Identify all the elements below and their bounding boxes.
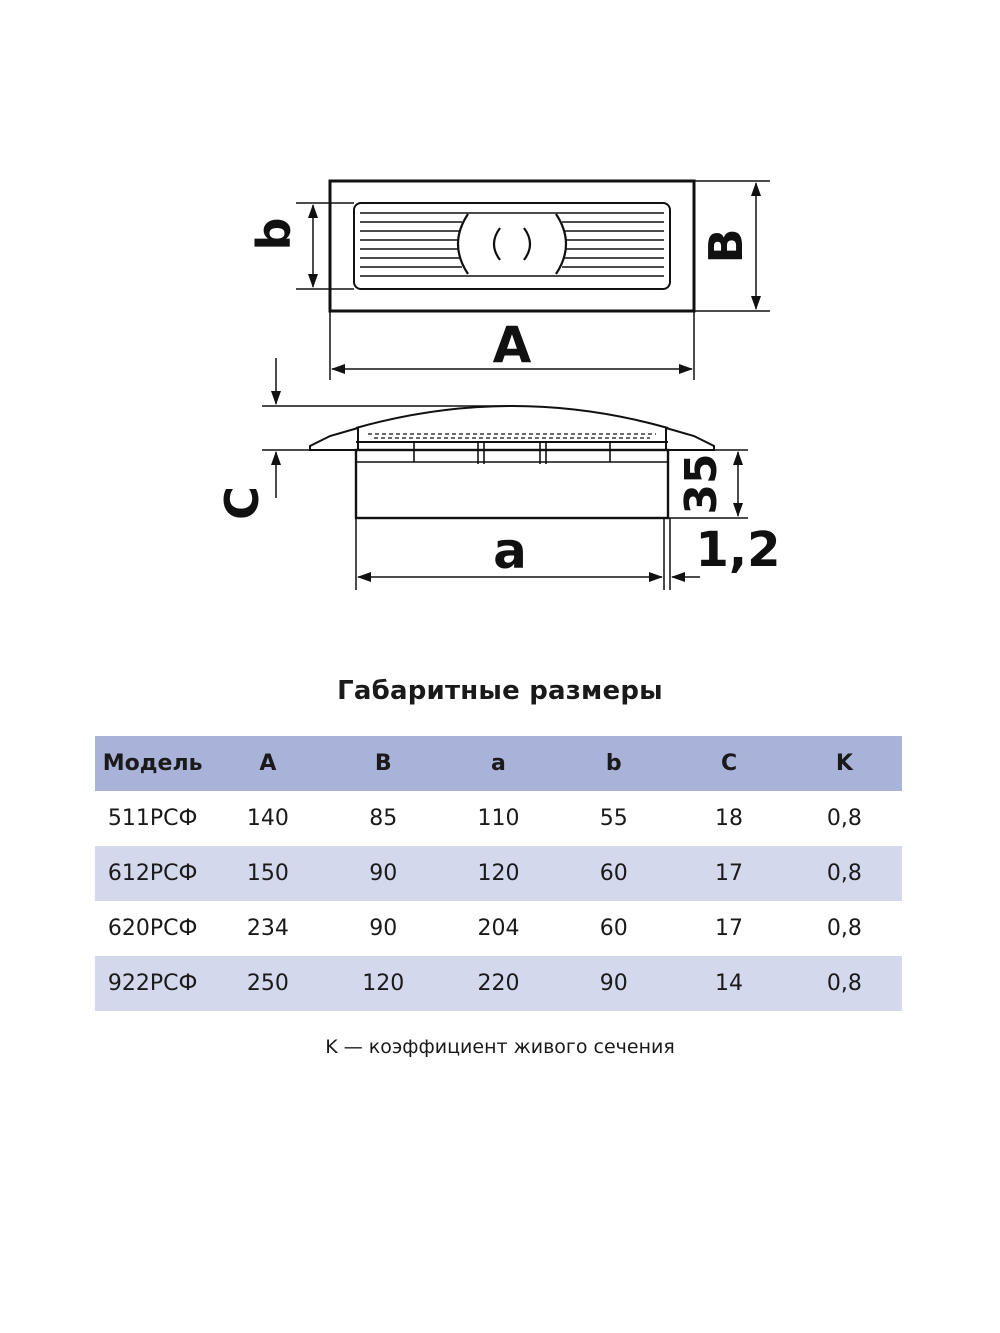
dimensions-table: Модель A B a b C K 511РСФ 140 85 110 55 … [95, 736, 902, 1011]
cell-K: 0,8 [786, 846, 902, 901]
label-thickness: 1,2 [695, 522, 780, 578]
header-a: a [440, 736, 557, 791]
side-view [262, 358, 748, 590]
dome [355, 405, 669, 429]
table-title: Габаритные размеры [337, 676, 663, 706]
label-B: B [699, 228, 753, 263]
label-C: C [215, 486, 269, 520]
header-C: C [671, 736, 787, 791]
inner-grille [353, 202, 671, 290]
cell-B: 90 [325, 846, 441, 901]
technical-drawing: b B A [215, 179, 781, 590]
cell-K: 0,8 [786, 956, 902, 1011]
cell-C: 14 [671, 956, 787, 1011]
outer-frame [328, 179, 696, 313]
cell-model: 922РСФ [95, 956, 211, 1011]
cell-A: 140 [210, 791, 326, 846]
dim-35 [668, 449, 748, 519]
cell-A: 234 [210, 901, 326, 956]
header-B: B [325, 736, 441, 791]
label-A: A [493, 316, 532, 374]
table-row: 612РСФ 150 90 120 60 17 0,8 [95, 846, 902, 901]
cell-model: 511РСФ [95, 791, 211, 846]
cell-a: 120 [440, 846, 557, 901]
header-A: A [210, 736, 326, 791]
label-a: a [493, 522, 527, 580]
table-row: 511РСФ 140 85 110 55 18 0,8 [95, 791, 902, 846]
cell-C: 17 [671, 901, 787, 956]
flange-left [309, 426, 359, 451]
cell-a: 220 [440, 956, 557, 1011]
top-view [296, 179, 770, 380]
table-header-row: Модель A B a b C K [95, 736, 902, 791]
header-b: b [556, 736, 672, 791]
dim-a [355, 518, 700, 590]
label-35: 35 [676, 453, 727, 514]
dim-B [694, 180, 770, 312]
cell-C: 18 [671, 791, 787, 846]
cell-B: 90 [325, 901, 441, 956]
cell-C: 17 [671, 846, 787, 901]
dim-A [329, 311, 695, 380]
dim-C [262, 358, 512, 498]
center-emblem [457, 213, 567, 275]
cell-b: 60 [556, 901, 672, 956]
cell-model: 612РСФ [95, 846, 211, 901]
table-row: 620РСФ 234 90 204 60 17 0,8 [95, 901, 902, 956]
cell-K: 0,8 [786, 791, 902, 846]
cell-A: 250 [210, 956, 326, 1011]
header-model: Модель [95, 736, 211, 791]
cell-b: 60 [556, 846, 672, 901]
cell-B: 120 [325, 956, 441, 1011]
cell-B: 85 [325, 791, 441, 846]
header-K: K [786, 736, 902, 791]
cell-a: 204 [440, 901, 557, 956]
body [354, 448, 670, 520]
flange-right [665, 426, 715, 451]
cell-K: 0,8 [786, 901, 902, 956]
cell-model: 620РСФ [95, 901, 211, 956]
table-row: 922РСФ 250 120 220 90 14 0,8 [95, 956, 902, 1011]
cell-b: 90 [556, 956, 672, 1011]
label-b: b [247, 218, 301, 251]
cell-a: 110 [440, 791, 557, 846]
footnote: K — коэффициент живого сечения [325, 1036, 675, 1058]
cell-A: 150 [210, 846, 326, 901]
dim-b [296, 202, 354, 290]
cell-b: 55 [556, 791, 672, 846]
